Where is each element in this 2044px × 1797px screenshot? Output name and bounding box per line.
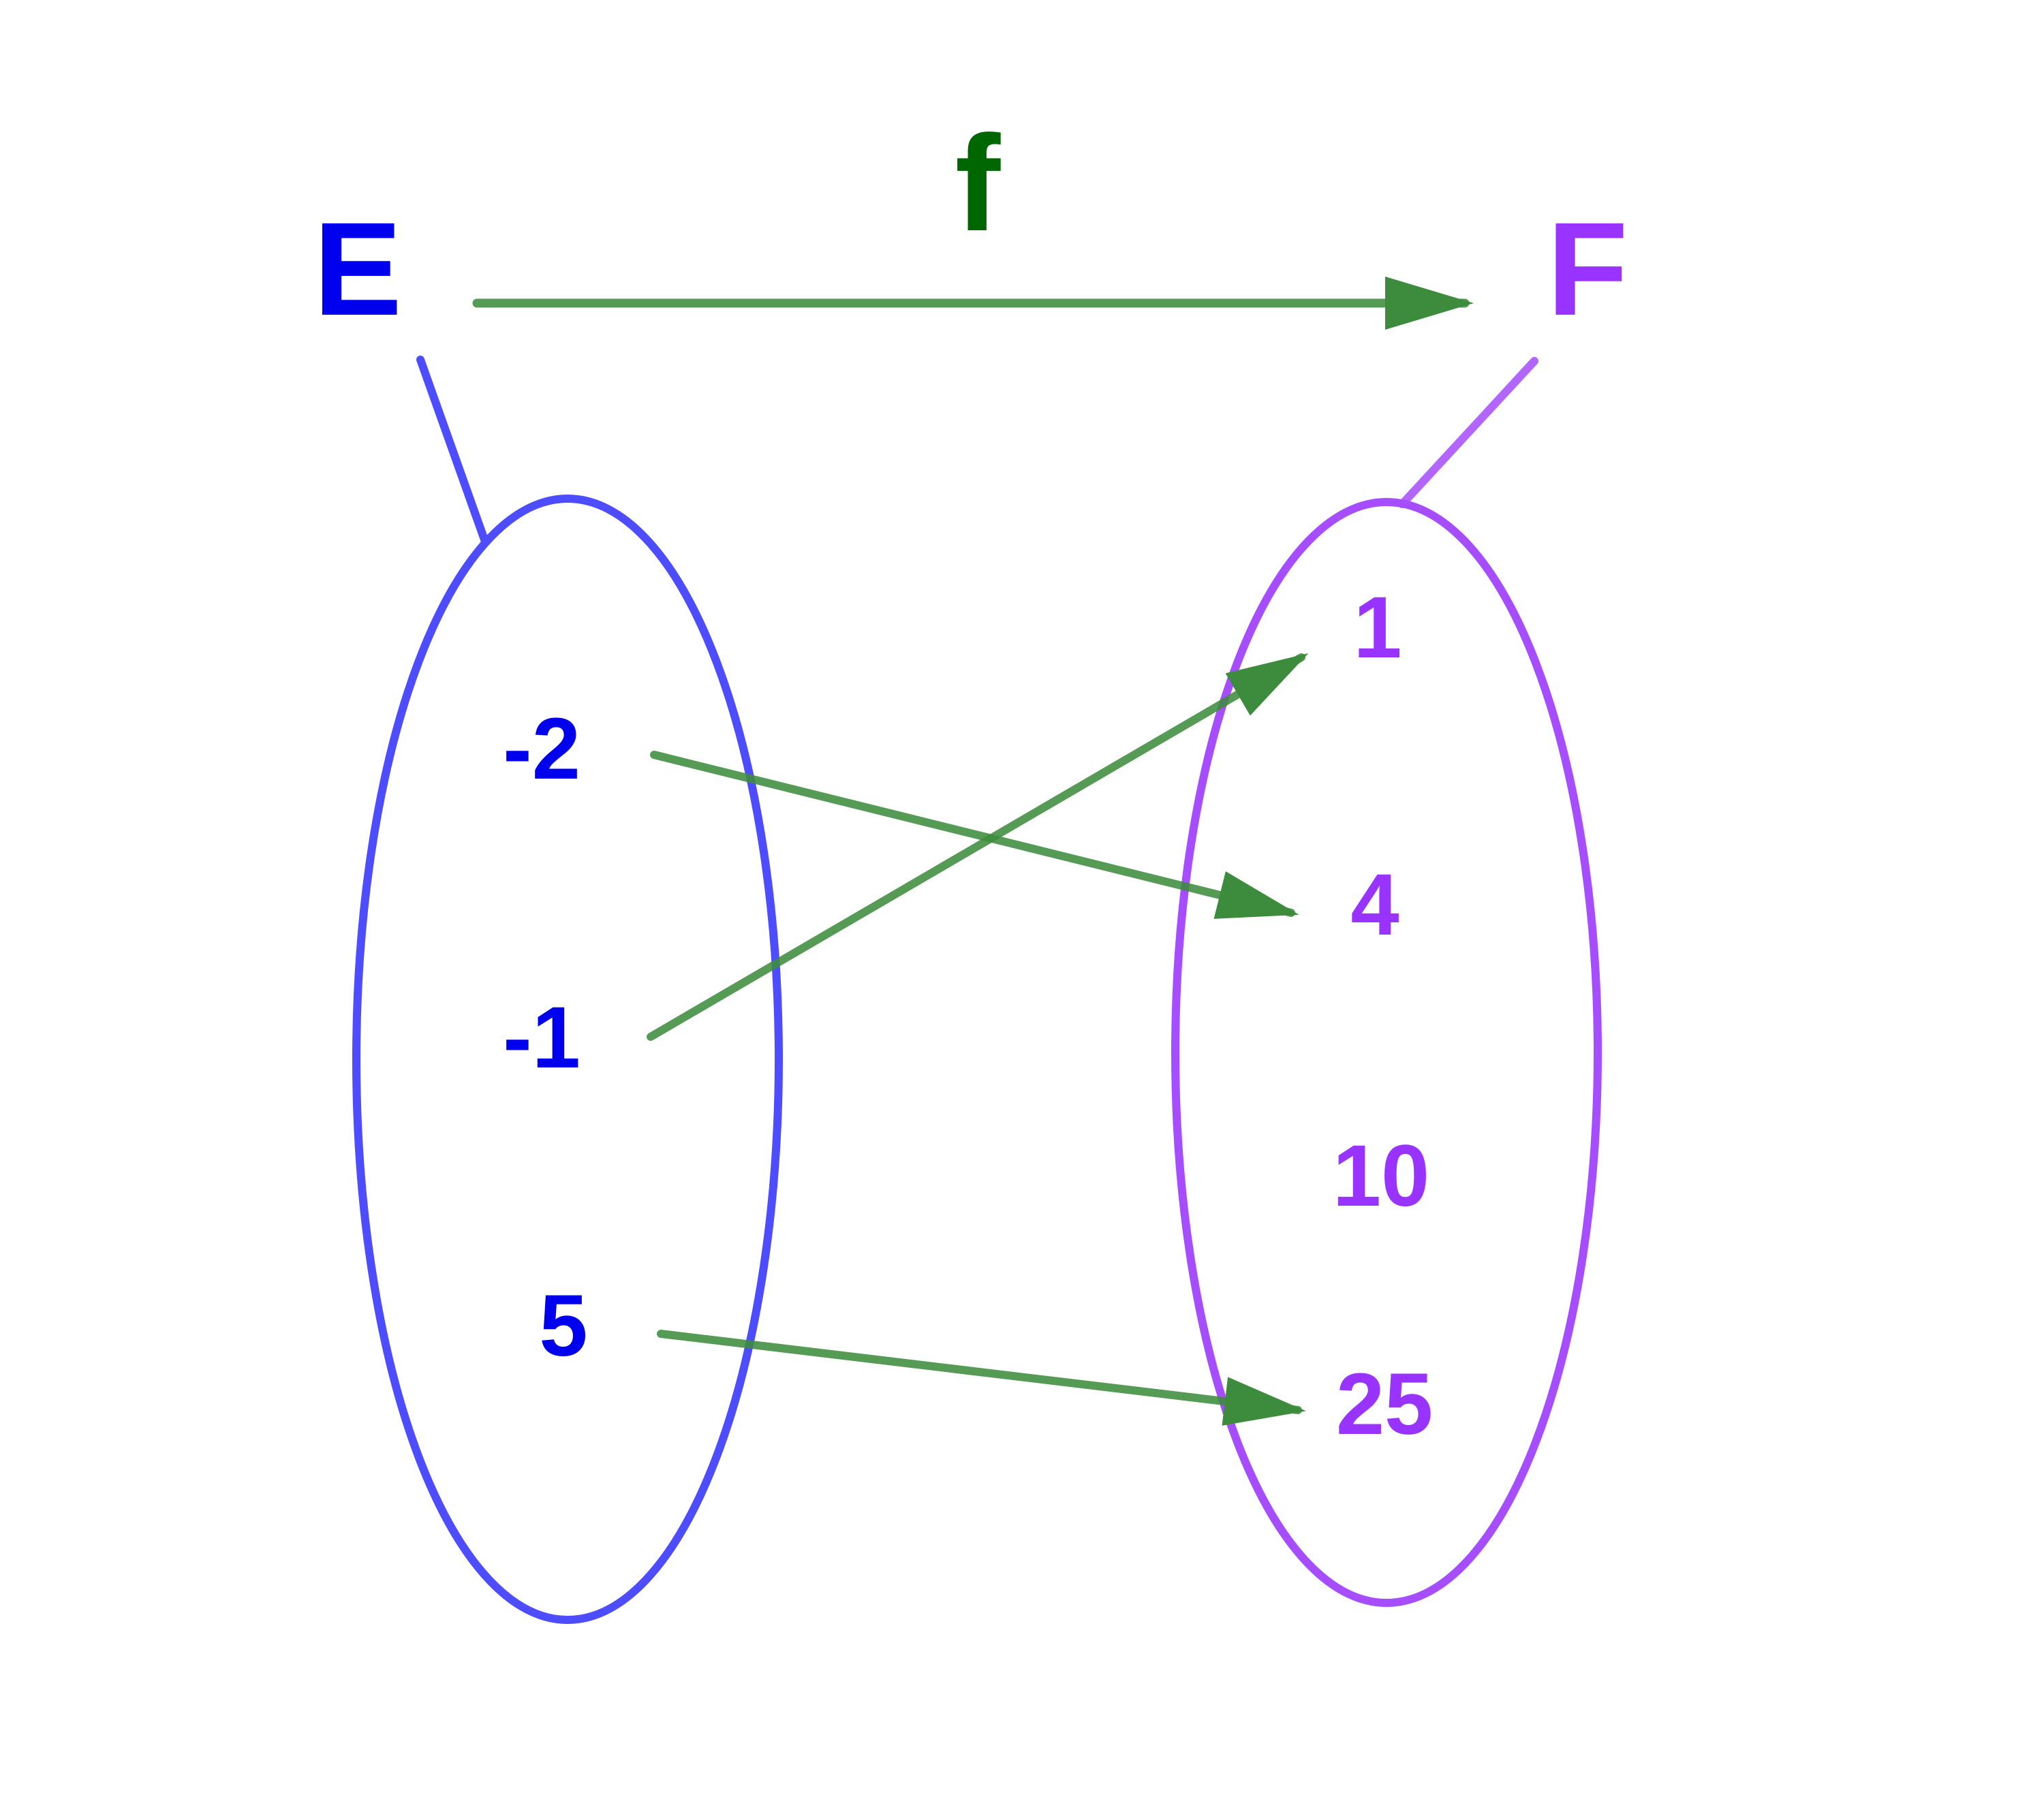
set-e-ellipse (352, 495, 783, 1624)
set-f-ellipse (1171, 498, 1602, 1607)
set-f-element: 25 (1336, 1356, 1433, 1453)
mapping-arrow (647, 653, 1309, 1041)
set-f-label: F (1547, 195, 1628, 343)
mapping-arrow (657, 1330, 1306, 1426)
set-e-element: 5 (539, 1277, 587, 1375)
set-f-element: 10 (1333, 1127, 1429, 1225)
set-f-element: 4 (1350, 856, 1399, 954)
function-label: f (955, 108, 1001, 260)
set-e-element: -2 (503, 700, 580, 798)
set-e-connector (416, 356, 489, 546)
set-f-element: 1 (1353, 579, 1402, 676)
mapping-arrow (650, 751, 1299, 919)
set-f-connector (1398, 357, 1538, 508)
set-e-label: E (313, 195, 402, 343)
set-e-element: -1 (503, 989, 580, 1087)
